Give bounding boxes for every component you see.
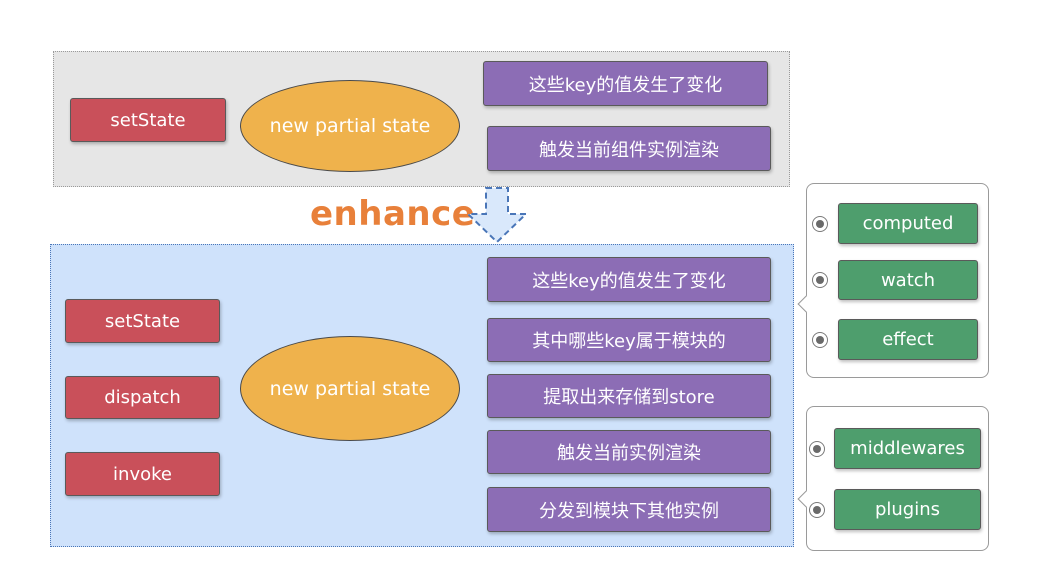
bullet-icon [809,441,825,457]
top-result-key-changed: 这些key的值发生了变化 [483,61,768,106]
enhance-label: enhance [310,194,476,234]
top-partial-state-ellipse: new partial state [240,80,460,172]
extension-plugins: plugins [834,489,981,530]
bottom-result-dispatch-others: 分发到模块下其他实例 [487,487,771,532]
bottom-result-key-changed: 这些key的值发生了变化 [487,257,771,302]
extension-middlewares: middlewares [834,428,981,469]
bottom-result-render: 触发当前实例渲染 [487,430,771,474]
down-arrow-icon [466,187,529,244]
bullet-icon [812,272,828,288]
feature-computed: computed [838,203,978,244]
feature-effect: effect [838,319,978,360]
bullet-icon [812,216,828,232]
bullet-icon [812,332,828,348]
feature-watch: watch [838,260,978,300]
bullet-icon [809,502,825,518]
top-setstate-box: setState [70,98,226,142]
bottom-invoke-box: invoke [65,452,220,496]
top-result-render: 触发当前组件实例渲染 [487,126,771,171]
bottom-result-store: 提取出来存储到store [487,374,771,418]
bottom-dispatch-box: dispatch [65,376,220,419]
bottom-result-module-keys: 其中哪些key属于模块的 [487,318,771,362]
bottom-setstate-box: setState [65,299,220,343]
bottom-partial-state-ellipse: new partial state [240,336,460,441]
callout-pointer [797,295,815,313]
